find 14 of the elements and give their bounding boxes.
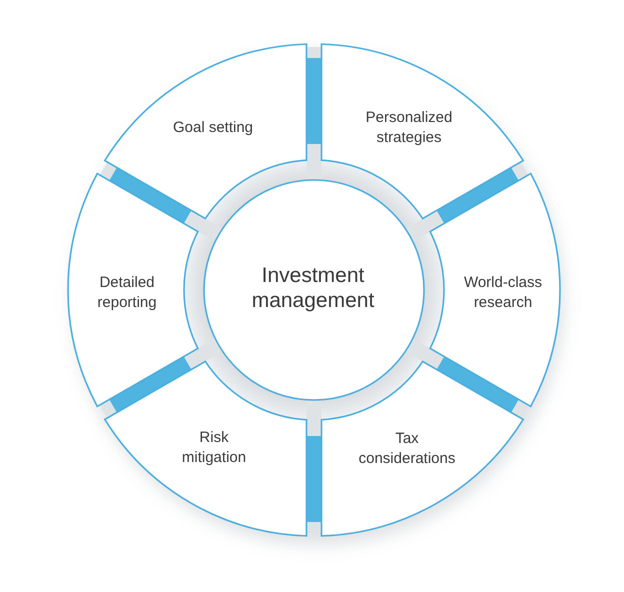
segment-label: Personalized strategies (364, 108, 454, 148)
ring-segment (67, 172, 199, 408)
segment-label: Goal setting (172, 118, 254, 138)
ring-segment (320, 43, 525, 220)
ring-segment (103, 360, 308, 537)
ring-segment (429, 172, 561, 408)
ring-segment (103, 43, 308, 220)
segment-label: Tax considerations (358, 429, 456, 469)
hub-title: Investment management (250, 263, 376, 313)
segment-label: Risk mitigation (180, 428, 248, 468)
segment-label: World-class research (462, 273, 544, 313)
ring-segment (320, 360, 525, 537)
segment-label: Detailed reporting (96, 273, 158, 313)
hub-circle (203, 179, 425, 401)
